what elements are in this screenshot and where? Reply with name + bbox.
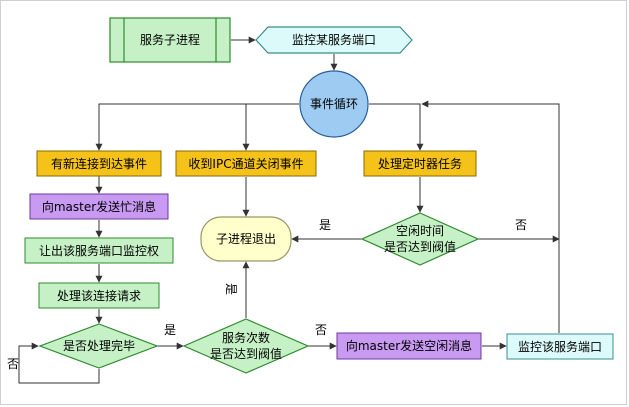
node-handle-request-text: 处理该连接请求 (57, 288, 141, 303)
node-timer-task-text: 处理定时器任务 (378, 156, 462, 171)
node-timer-task: 处理定时器任务 (363, 150, 477, 177)
node-idle-time-line2: 是否达到阀值 (384, 239, 456, 254)
edges (18, 36, 560, 384)
node-service-count-line1: 服务次数 (222, 330, 270, 345)
edge-loop-to-ipc (242, 103, 299, 151)
node-listen-port-top: 监控某服务端口 (255, 26, 413, 54)
node-listen-port-bottom-text: 监控该服务端口 (518, 339, 602, 354)
edge-loop-to-timer (369, 103, 424, 151)
label-no-done: 否 (7, 357, 19, 371)
node-send-idle: 向master发送空闲消息 (336, 332, 482, 360)
edge-listen-back-to-loop (421, 100, 560, 333)
edge-done-no-loop (18, 342, 100, 384)
node-service-child: 服务子进程 (109, 17, 231, 63)
node-done-check: 是否处理完毕 (38, 323, 159, 369)
node-send-idle-text: 向master发送空闲消息 (346, 338, 472, 353)
node-listen-port-bottom: 监控该服务端口 (506, 333, 614, 360)
node-release-port-text: 让出该服务端口监控权 (39, 243, 159, 258)
label-yes-idle: 是 (319, 218, 331, 232)
node-service-count-line2: 是否达到阀值 (210, 346, 282, 361)
node-new-connection-text: 有新连接到达事件 (51, 156, 147, 171)
node-done-check-text: 是否处理完毕 (63, 338, 135, 353)
node-ipc-close-text: 收到IPC通道关闭事件 (188, 157, 303, 171)
label-no-count: 否 (315, 323, 327, 337)
node-idle-time: 空闲时间 是否达到阀值 (360, 212, 480, 266)
node-event-loop: 事件循环 (299, 70, 369, 138)
edge-loop-to-new-conn (95, 103, 299, 151)
label-yes-count: 是 (224, 283, 238, 295)
node-service-count: 服务次数 是否达到阀值 (182, 318, 310, 374)
node-ipc-close: 收到IPC通道关闭事件 (175, 150, 317, 177)
label-no-idle: 否 (515, 218, 527, 232)
node-send-busy-text: 向master发送忙消息 (42, 199, 156, 214)
node-release-port: 让出该服务端口监控权 (24, 237, 174, 264)
node-service-child-text: 服务子进程 (140, 32, 200, 47)
node-listen-port-top-text: 监控某服务端口 (292, 32, 376, 47)
node-idle-time-line1: 空闲时间 (396, 224, 444, 238)
node-send-busy: 向master发送忙消息 (29, 193, 169, 220)
node-child-exit: 子进程退出 (200, 216, 292, 262)
node-event-loop-text: 事件循环 (310, 97, 358, 111)
node-new-connection: 有新连接到达事件 (36, 150, 162, 177)
node-handle-request: 处理该连接请求 (38, 282, 160, 309)
label-yes-done: 是 (164, 323, 176, 337)
node-child-exit-text: 子进程退出 (216, 231, 276, 246)
